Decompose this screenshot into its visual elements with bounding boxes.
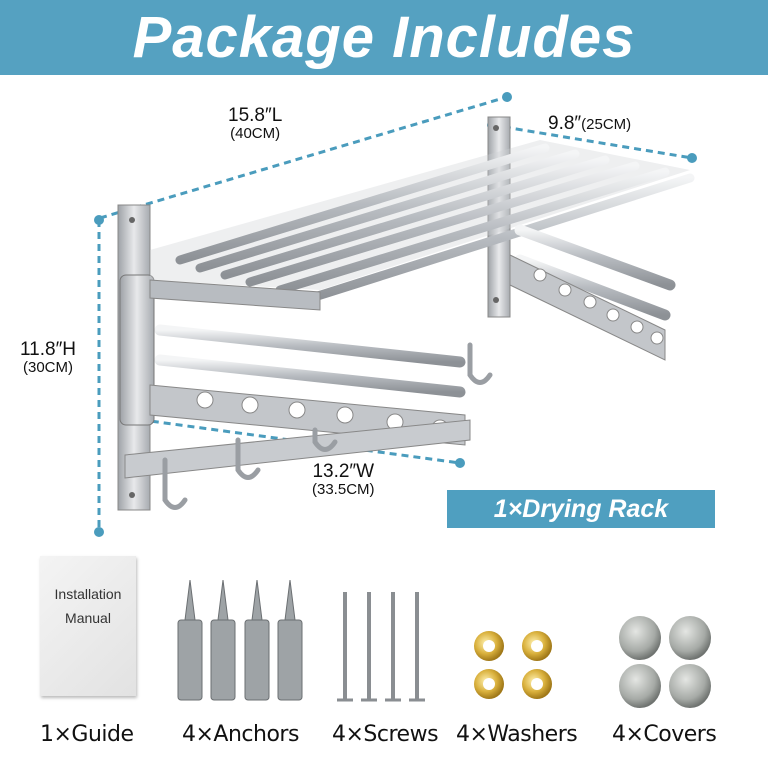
washers-image <box>474 631 552 699</box>
anchors-image <box>177 579 303 701</box>
accessory-label-screws: 4×Screws <box>332 722 439 747</box>
accessory-label-washers: 4×Washers <box>456 722 578 747</box>
manual-line1: Installation <box>54 586 122 602</box>
length-cm: (40CM) <box>230 124 281 142</box>
drying-rack-image <box>117 116 695 511</box>
width-inch: 13.2″W <box>312 461 375 482</box>
accessory-label-guide: 1×Guide <box>40 722 134 747</box>
depth-inch: 9.8″ <box>548 113 582 134</box>
dimension-lines <box>94 92 697 537</box>
height-inch: 11.8″H <box>20 339 77 360</box>
installation-manual-image: Installation Manual <box>40 556 136 696</box>
height-dimension: 11.8″H (30CM) <box>20 340 76 376</box>
header-banner: Package Includes <box>0 0 768 75</box>
depth-dimension: 9.8″(25CM) <box>548 114 631 134</box>
covers-image <box>619 616 711 708</box>
width-cm: (33.5CM) <box>312 480 375 498</box>
length-inch: 15.8″L <box>228 105 283 126</box>
height-cm: (30CM) <box>23 358 74 376</box>
width-dimension: 13.2″W (33.5CM) <box>312 462 375 498</box>
screws-image <box>337 592 425 702</box>
banner-title: Package Includes <box>132 5 636 70</box>
drying-rack-label: 1×Drying Rack <box>447 490 715 528</box>
manual-line2: Manual <box>65 610 111 626</box>
accessory-label-covers: 4×Covers <box>612 722 717 747</box>
depth-cm: (25CM) <box>581 116 632 133</box>
length-dimension: 15.8″L (40CM) <box>228 106 282 142</box>
accessory-label-anchors: 4×Anchors <box>182 722 299 747</box>
